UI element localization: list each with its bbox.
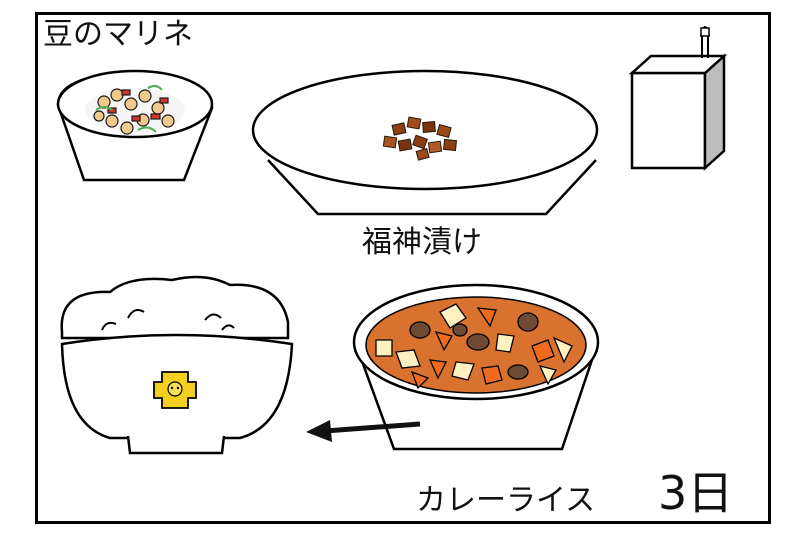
curry-contents [375,303,573,390]
fukujinzuke-label: 福神漬け [362,225,482,260]
bean-marinade-bowl [56,69,214,182]
fukujinzuke-contents [382,116,458,161]
rice-bowl [60,275,294,455]
menu-date-label: 3日 [658,466,734,520]
curry-rice-label: カレーライス [416,483,596,518]
marinade-contents [85,84,185,135]
arrow-left-icon [306,420,421,442]
rice-bowl-badge-icon [153,371,197,409]
bean-marinade-label: 豆のマリネ [43,17,193,52]
fukujinzuke-plate [251,69,599,216]
milk-carton-icon [628,26,728,171]
